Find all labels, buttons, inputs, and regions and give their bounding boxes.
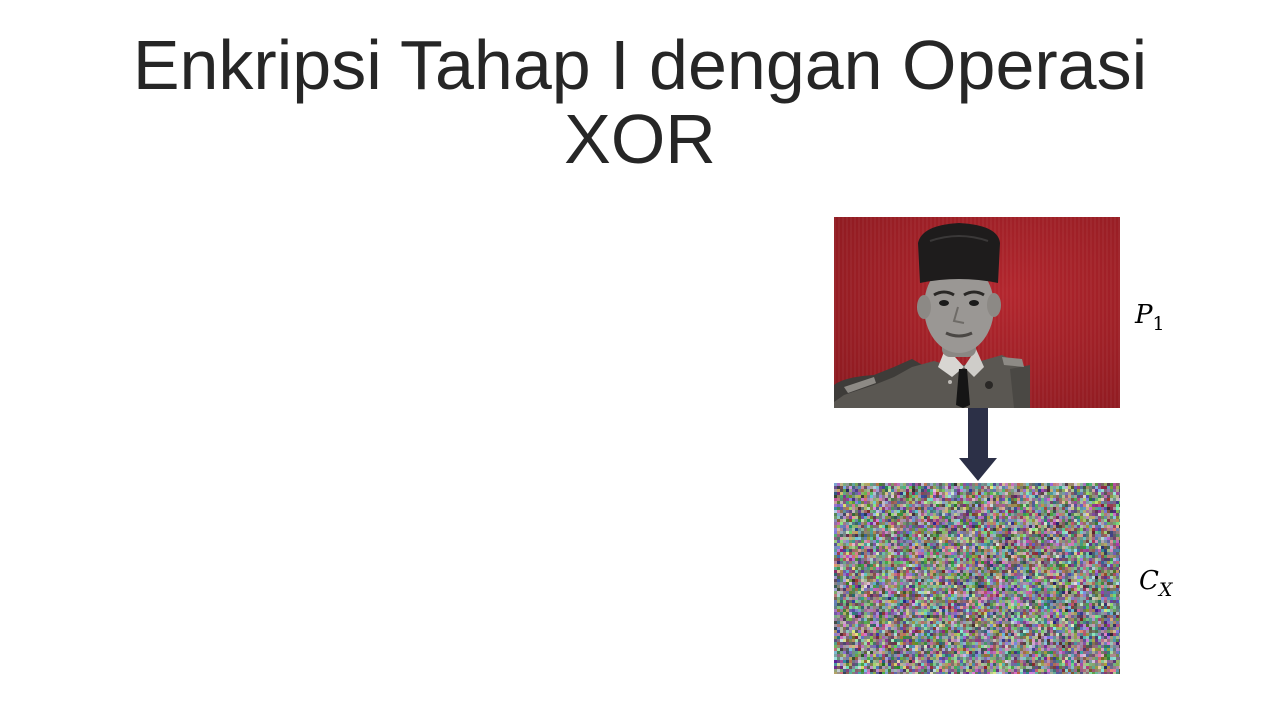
- label-c-subscript: X: [1158, 579, 1173, 601]
- peci-cap: [918, 223, 1000, 283]
- face: [924, 261, 994, 353]
- cipher-image-label: CX: [1139, 566, 1172, 600]
- label-p-subscript: 1: [1152, 313, 1165, 335]
- cipher-image: [834, 483, 1120, 674]
- portrait-photo: [834, 217, 1120, 408]
- label-c-main: C: [1139, 566, 1159, 596]
- arrow-down-icon: [959, 408, 997, 481]
- label-p-main: P: [1135, 300, 1153, 330]
- plain-image-label: P1: [1135, 300, 1165, 334]
- plain-image: [834, 217, 1120, 408]
- noise-pattern: [834, 483, 1120, 674]
- slide-title: Enkripsi Tahap I dengan Operasi XOR: [132, 26, 1148, 178]
- necktie: [956, 369, 970, 408]
